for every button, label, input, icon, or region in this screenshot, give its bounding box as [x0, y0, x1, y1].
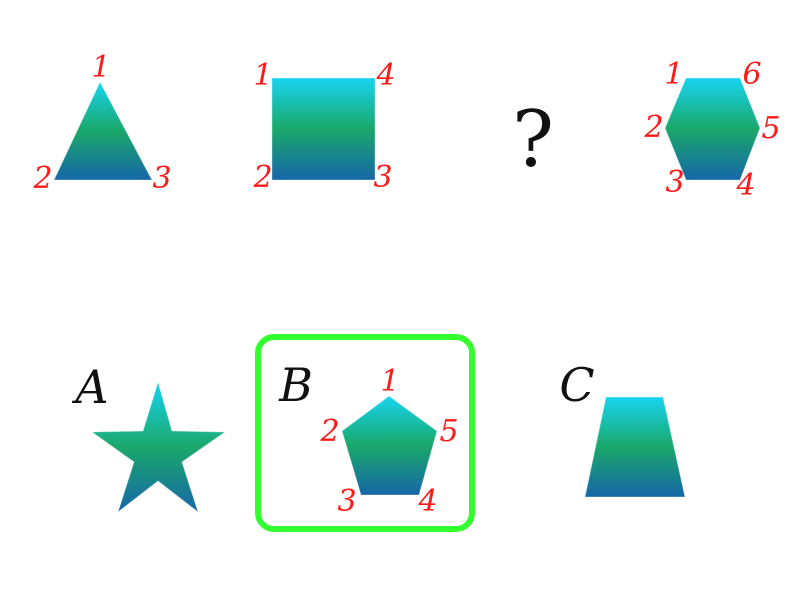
option-b[interactable]: B 1 2 3 4 5	[255, 334, 475, 532]
selection-box	[255, 334, 475, 532]
hexagon-vertex-2: 2	[643, 110, 663, 145]
triangle-vertex-1: 1	[91, 50, 110, 85]
pentagon-vertex-2: 2	[319, 414, 339, 449]
option-a-label: A	[71, 360, 108, 414]
hexagon-vertex-5: 5	[761, 111, 780, 146]
triangle-vertex-2: 2	[32, 161, 52, 196]
star-icon	[90, 380, 227, 514]
triangle-shape: 1 2 3	[32, 50, 171, 196]
pentagon-vertex-3: 3	[337, 484, 356, 519]
square-shape: 1 2 3 4	[252, 58, 395, 195]
sequence-row: 1 2 3 1 2 3 4 ? 1 2 3 4 5 6	[32, 50, 780, 203]
trapezoid-icon	[584, 396, 686, 498]
options-row: A B 1 2 3 4 5 C	[71, 334, 686, 532]
hexagon-vertex-1: 1	[664, 57, 683, 92]
pentagon-vertex-5: 5	[439, 414, 458, 449]
square-vertex-3: 3	[373, 160, 392, 195]
hexagon-vertex-6: 6	[742, 57, 761, 92]
hexagon-vertex-3: 3	[665, 165, 684, 200]
triangle-icon	[53, 80, 153, 181]
square-icon	[271, 77, 376, 181]
square-vertex-4: 4	[375, 58, 395, 93]
pentagon-vertex-1: 1	[380, 364, 399, 399]
hexagon-shape: 1 2 3 4 5 6	[643, 57, 780, 203]
option-b-label: B	[278, 358, 313, 412]
pentagon-icon	[341, 395, 438, 496]
triangle-vertex-3: 3	[152, 161, 171, 196]
square-vertex-2: 2	[252, 160, 272, 195]
option-a[interactable]: A	[71, 360, 227, 514]
question-mark: ?	[512, 95, 554, 185]
hexagon-icon	[664, 77, 761, 181]
pentagon-vertex-4: 4	[417, 484, 437, 519]
option-c-label: C	[559, 358, 594, 412]
square-vertex-1: 1	[253, 58, 272, 93]
option-c[interactable]: C	[559, 358, 686, 498]
hexagon-vertex-4: 4	[735, 168, 755, 203]
